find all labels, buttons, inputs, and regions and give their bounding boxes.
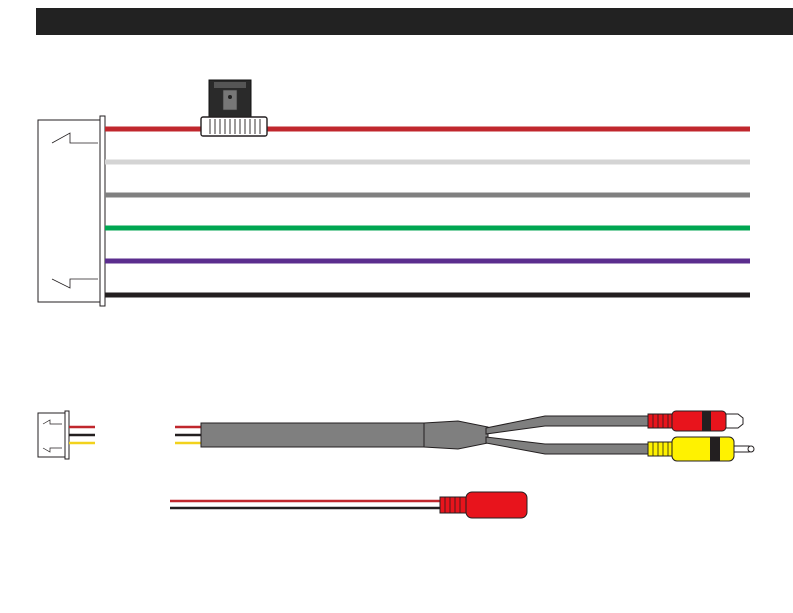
rca-plug-yellow-icon	[648, 437, 754, 461]
fuse-holder-icon	[201, 80, 267, 136]
dc-jack-red-icon	[440, 492, 527, 518]
small-3pin-connector	[38, 411, 69, 459]
adapter-cable-sleeve	[201, 416, 648, 454]
main-harness-connector	[38, 116, 105, 306]
rca-plug-red-icon	[648, 411, 743, 431]
